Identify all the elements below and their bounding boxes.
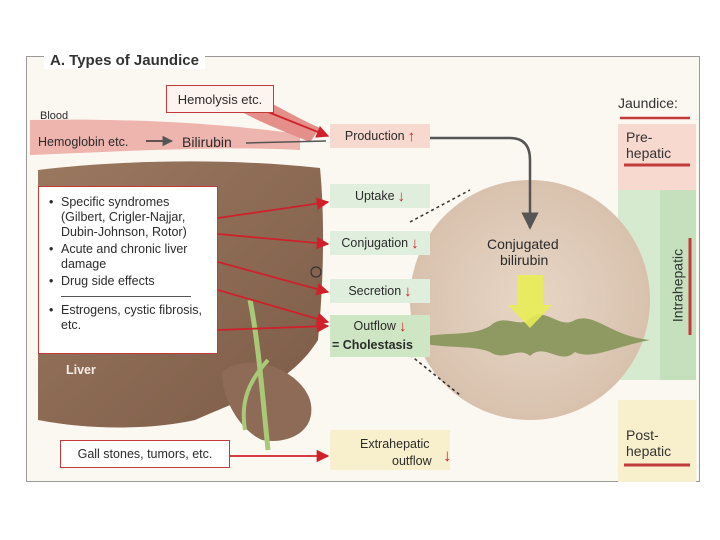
blood-label: Blood <box>40 110 69 122</box>
decrease-arrow-icon: ↓ <box>411 234 419 252</box>
zoom-line-bottom <box>409 354 461 396</box>
increase-arrow-icon: ↑ <box>407 127 416 145</box>
uptake-label: Uptake <box>354 189 395 203</box>
title-bar: A. Types of Jaundice <box>26 48 700 76</box>
hemoglobin-label: Hemoglobin etc. <box>38 135 129 149</box>
conjugated-bilirubin-flow <box>508 275 552 328</box>
production-box: Production↑ <box>330 124 430 148</box>
prehepatic-line2: hepatic <box>626 145 672 161</box>
conjugation-box: Conjugation↓ <box>330 231 430 255</box>
outflow-box: Outflow↓ <box>330 316 430 336</box>
conjugation-box-bg <box>330 231 430 255</box>
outflow-box-bg <box>330 315 430 357</box>
hemolysis-box: Hemolysis etc. <box>166 85 274 113</box>
zoom-origin-marker <box>310 266 322 278</box>
causes-box: Specific syndromes (Gilbert, Crigler-Naj… <box>38 186 218 354</box>
secretion-box-bg <box>330 279 430 303</box>
decrease-arrow-icon: ↓ <box>398 317 407 335</box>
decrease-arrow-icon: ↓ <box>397 187 406 205</box>
conjugation-label: Conjugation <box>341 236 409 250</box>
uptake-box-bg <box>330 184 430 208</box>
secretion-label: Secretion <box>348 284 402 298</box>
zoom-line-top <box>409 189 471 223</box>
cause-arrow-uptake <box>217 197 330 219</box>
production-label: Production <box>344 129 405 143</box>
bilirubin-arrow <box>245 140 327 144</box>
secretion-box: Secretion↓ <box>330 279 430 303</box>
cause-specific-syndromes: Specific syndromes (Gilbert, Crigler-Naj… <box>49 195 211 240</box>
hemolysis-arrow <box>267 111 330 138</box>
cause-drug-side-effects: Drug side effects <box>49 274 211 289</box>
uptake-box: Uptake↓ <box>330 184 430 208</box>
cause-arrow-secretion <box>217 261 330 296</box>
production-box-bg <box>330 124 430 148</box>
conjugated-label-line2: bilirubin <box>500 252 549 268</box>
decrease-arrow-icon: ↓ <box>404 282 412 300</box>
cause-liver-damage: Acute and chronic liver damage <box>49 242 211 272</box>
extrahepatic-box-bg <box>330 430 450 470</box>
jaundice-heading: Jaundice: <box>618 95 678 111</box>
decrease-arrow-icon: ↓ <box>443 446 452 465</box>
posthepatic-line2: hepatic <box>626 443 672 459</box>
extrahepatic-label-line2: outflow <box>392 454 432 468</box>
cause-arrow-conjugation <box>217 233 330 250</box>
gallstones-box: Gall stones, tumors, etc. <box>60 440 230 468</box>
cause-estrogens: Estrogens, cystic fibrosis, etc. <box>49 303 211 333</box>
prehepatic-panel <box>618 124 696 190</box>
intrahepatic-label: Intrahepatic <box>669 248 686 323</box>
outflow-label: Outflow <box>353 319 396 333</box>
cholestasis-label: = Cholestasis <box>332 338 413 352</box>
diagram-title: A. Types of Jaundice <box>44 52 205 69</box>
causes-divider <box>61 296 191 297</box>
cause-arrow-outflow <box>217 289 330 325</box>
conjugated-label-line1: Conjugated <box>487 236 559 252</box>
cause-arrow-estrogens <box>217 320 330 333</box>
posthepatic-line1: Post- <box>626 427 659 443</box>
bilirubin-label: Bilirubin <box>182 134 232 150</box>
liver-label: Liver <box>66 363 96 377</box>
bile-canaliculus <box>410 314 650 357</box>
extrahepatic-label-line1: Extrahepatic <box>360 437 430 451</box>
prehepatic-line1: Pre- <box>626 129 653 145</box>
posthepatic-panel <box>618 400 696 482</box>
production-flow-arrow <box>430 136 539 230</box>
bile-duct-branch <box>241 358 270 431</box>
